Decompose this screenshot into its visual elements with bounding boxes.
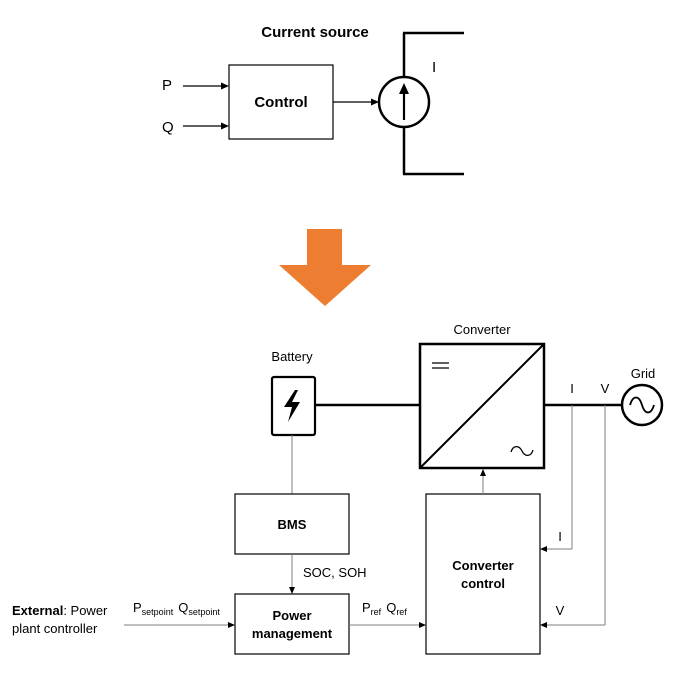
external-rest: : Power bbox=[63, 603, 108, 618]
control-output-arrowhead bbox=[371, 98, 379, 106]
converter-control-label-line1: Converter bbox=[452, 558, 513, 573]
voltage-feedback-label: V bbox=[556, 603, 565, 618]
ac-symbol-icon bbox=[510, 445, 534, 457]
control-box bbox=[228, 64, 334, 140]
q-ref-sub: ref bbox=[396, 607, 407, 617]
transition-down-arrow bbox=[279, 229, 371, 306]
lightning-bolt-icon bbox=[284, 390, 300, 422]
converter-diagonal bbox=[419, 343, 545, 469]
external-bold: External bbox=[12, 603, 63, 618]
converter-control-box bbox=[425, 493, 541, 655]
input-p-arrowhead bbox=[221, 82, 229, 90]
current-feedback-arrowhead bbox=[540, 546, 547, 552]
bms-box bbox=[234, 493, 350, 555]
grid-label: Grid bbox=[631, 366, 656, 381]
input-q-label: Q bbox=[162, 119, 174, 136]
q-setpoint-sub: setpoint bbox=[188, 607, 220, 617]
grid-ac-icon bbox=[629, 396, 655, 414]
power-management-box bbox=[234, 593, 350, 655]
power-management-label-line1: Power bbox=[272, 608, 311, 623]
input-p-label: P bbox=[162, 77, 172, 94]
external-label-line1: External: Power bbox=[12, 603, 108, 618]
bms-pm-arrowhead bbox=[289, 587, 295, 594]
control-label: Control bbox=[254, 94, 307, 111]
bms-label: BMS bbox=[278, 517, 307, 532]
converter-control-label-line2: control bbox=[461, 576, 505, 591]
soc-soh-label: SOC, SOH bbox=[303, 565, 367, 580]
p-ref-main: P bbox=[362, 600, 371, 615]
converter-label: Converter bbox=[453, 322, 511, 337]
current-label: I bbox=[432, 59, 436, 76]
p-setpoint-main: P bbox=[133, 600, 142, 615]
battery-label: Battery bbox=[271, 349, 313, 364]
external-input-arrowhead bbox=[228, 622, 235, 628]
cc-converter-arrowhead bbox=[480, 469, 486, 476]
p-ref-sub: ref bbox=[371, 607, 382, 617]
q-setpoint-main: Q bbox=[178, 600, 188, 615]
power-management-label-line2: management bbox=[252, 626, 333, 641]
q-ref-main: Q bbox=[386, 600, 396, 615]
grid-symbol bbox=[620, 383, 664, 427]
input-q-arrowhead bbox=[221, 122, 229, 130]
p-setpoint-sub: setpoint bbox=[142, 607, 174, 617]
pm-cc-arrowhead bbox=[419, 622, 426, 628]
external-label-line2: plant controller bbox=[12, 621, 98, 636]
voltage-feedback-arrowhead bbox=[540, 622, 547, 628]
current-feedback-label: I bbox=[558, 529, 562, 544]
voltage-measurement-label: V bbox=[601, 381, 610, 396]
current-measurement-label: I bbox=[570, 381, 574, 396]
current-source-title: Current source bbox=[261, 24, 369, 41]
current-source-arrow-head bbox=[399, 83, 409, 94]
